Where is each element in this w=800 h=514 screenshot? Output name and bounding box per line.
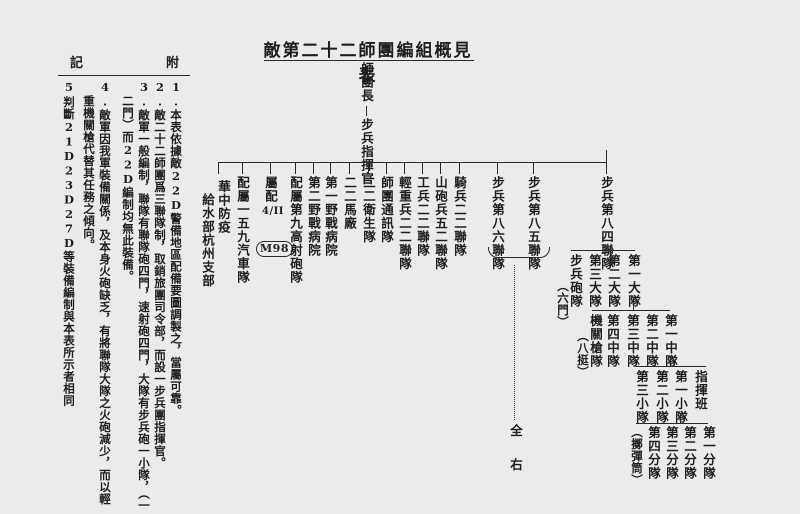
title-underline — [264, 60, 474, 62]
1st-squad: 第一分隊 — [701, 426, 716, 480]
branch-84th-infantry: 步兵第八四聯隊 — [599, 176, 614, 271]
1st-company: 第一中隊 — [663, 314, 678, 368]
six-guns: （六門） — [556, 280, 570, 328]
connector-line — [242, 162, 244, 174]
notes-header-left: 附 — [166, 56, 180, 71]
4th-company: 第四中隊 — [605, 314, 620, 368]
branch-epidemic-prevention: 華中防疫 — [216, 180, 231, 234]
connector-line — [636, 366, 706, 368]
note-3: 3.敵軍一般編制，聯隊有聯隊砲四門，速射砲四門，大隊有步兵砲一小隊，（一 — [137, 80, 151, 512]
1st-battalion: 第一大隊 — [626, 254, 641, 308]
connector-line — [633, 298, 635, 310]
3rd-platoon: 第三小隊 — [634, 370, 649, 424]
connector-line — [270, 162, 272, 174]
brace — [488, 247, 550, 258]
branch-4-II: 4/II — [262, 206, 284, 217]
branch-transport-regiment: 輕重兵二二聯隊 — [397, 176, 412, 271]
eight-mgs: （八挺） — [576, 330, 590, 378]
connector-line — [459, 162, 461, 174]
connector-line — [533, 162, 535, 174]
branch-22-medical-unit: 二二衛生隊 — [361, 176, 376, 244]
connector-line — [368, 162, 370, 174]
2nd-squad: 第二分隊 — [682, 426, 697, 480]
connector — [366, 106, 368, 116]
document-title: 敵第二十二師團編組概見表 — [263, 41, 473, 86]
connector-line — [313, 162, 315, 174]
connector-line — [680, 413, 682, 423]
note-1: 1.本表依據敵22D警備地區配備要圖調製之，當屬可靠。 — [169, 80, 183, 417]
branch-86th-infantry: 步兵第八六聯隊 — [490, 176, 505, 271]
command-squad: 指揮班 — [693, 370, 708, 411]
grenade-dischargers: （擲彈筒） — [630, 426, 644, 486]
note-4-cont: 重機關槍代替其任務之傾向。 — [82, 95, 96, 251]
note-2: 2.敵二十二師團爲三聯隊制，取銷旅團司令部，而設一步兵團指揮官。 — [153, 80, 167, 469]
3rd-company: 第三中隊 — [625, 314, 640, 368]
dotted-connector — [514, 265, 515, 420]
connector-line — [218, 162, 220, 174]
2nd-battalion: 第二大隊 — [606, 254, 621, 308]
connector-line — [386, 162, 388, 174]
connector-line — [497, 162, 499, 174]
connector-line — [636, 423, 708, 425]
branch-9th-aa-battery: 配屬第九高射砲隊 — [288, 176, 303, 284]
infantry-commander: 步兵指揮官 — [359, 118, 374, 186]
3rd-squad: 第三分隊 — [664, 426, 679, 480]
connector-line — [571, 250, 635, 252]
branch-M98: M98 — [256, 241, 293, 257]
note-5: 5. — [62, 80, 76, 109]
3rd-battalion: 第三大隊 — [587, 254, 602, 308]
2nd-company: 第二中隊 — [644, 314, 659, 368]
connector-line — [330, 162, 332, 174]
mg-company: 機關槍隊 — [588, 314, 603, 368]
connector-line — [440, 162, 442, 174]
notes-divider — [58, 75, 190, 77]
connector-line — [349, 162, 351, 174]
branch-22-horse-depot: 二二馬廠 — [342, 176, 357, 230]
2nd-platoon: 第二小隊 — [654, 370, 669, 424]
connector-line — [295, 162, 297, 174]
connector-line — [592, 310, 670, 312]
note-3-cont: 二門）而22D編制均無此裝備。 — [121, 95, 135, 283]
connector-line — [606, 150, 608, 174]
branch-line — [218, 162, 607, 164]
branch-1st-field-hospital: 第一野戰病院 — [323, 176, 338, 257]
notes-header-right: 記 — [70, 56, 84, 71]
4th-squad: 第四分隊 — [646, 426, 661, 480]
same-as-right-1: 全 — [508, 424, 523, 438]
branch-85th-infantry: 步兵第八五聯隊 — [526, 176, 541, 271]
connector-line — [670, 356, 672, 366]
branch-signal-unit: 師團通訊隊 — [379, 176, 394, 244]
branch-engineer-regiment: 工兵二二聯隊 — [415, 176, 430, 257]
division-commander: 師團長 — [359, 62, 374, 103]
branch-cavalry-regiment: 騎兵二二聯隊 — [452, 176, 467, 257]
note-4: 4.敵軍因我軍裝備關係，及本身火砲缺乏，有將聯隊大隊之火砲減少，而以輕 — [98, 80, 112, 505]
infantry-gun-unit: 步兵砲隊 — [568, 254, 583, 308]
branch-attached: 屬配 — [263, 176, 278, 203]
same-as-right-2: 右 — [508, 458, 523, 472]
branch-159-motor-unit: 配屬一五九汽車隊 — [235, 176, 250, 284]
branch-2nd-field-hospital: 第二野戰病院 — [306, 176, 321, 257]
connector-line — [422, 162, 424, 174]
1st-platoon: 第一小隊 — [673, 370, 688, 424]
connector-line — [404, 162, 406, 174]
branch-mountain-artillery: 山砲兵五二聯隊 — [433, 176, 448, 271]
branch-water-supply-hangzhou: 給水部杭州支部 — [200, 193, 215, 288]
note-5-text: 判斷21D23D27D等裝備編制與本表所示者相同 — [62, 96, 76, 407]
